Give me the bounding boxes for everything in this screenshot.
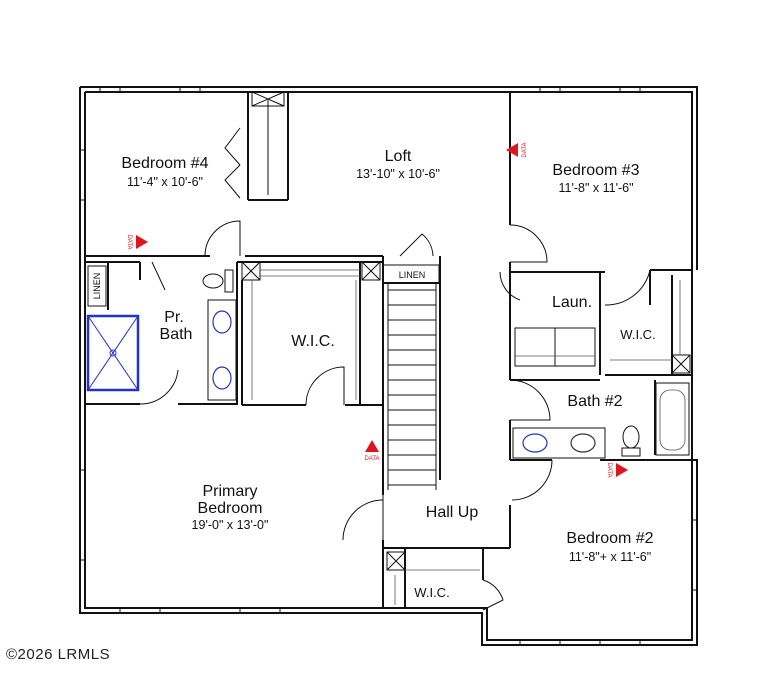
bedroom3-name: Bedroom #3 bbox=[552, 162, 639, 179]
bathtub bbox=[655, 382, 690, 456]
data-marker-triangle bbox=[365, 440, 379, 452]
copyright-text: ©2026 LRMLS bbox=[6, 646, 111, 663]
data-marker: DATA bbox=[506, 142, 528, 158]
wic-bed3-name: W.I.C. bbox=[620, 327, 655, 342]
sink-icon bbox=[522, 433, 548, 453]
data-marker: DATA bbox=[364, 440, 380, 462]
data-marker-label: DATA bbox=[364, 456, 379, 462]
stair-treads bbox=[387, 283, 437, 490]
data-marker: DATA bbox=[126, 234, 148, 250]
data-markers: DATA DATA DATA DATA bbox=[126, 142, 628, 478]
toilet-icon bbox=[202, 273, 224, 289]
interior-walls bbox=[85, 92, 692, 608]
laundry-name: Laun. bbox=[552, 294, 592, 311]
primary-bedroom-line2: Bedroom bbox=[198, 500, 263, 517]
pr-bath-line1: Pr. bbox=[164, 309, 184, 326]
linen-label-hall: LINEN bbox=[399, 270, 426, 280]
bedroom2-dims: 11'-8"+ x 11'-6" bbox=[569, 550, 651, 564]
fixtures bbox=[86, 269, 690, 459]
bedroom3-dims: 11'-8" x 11'-6" bbox=[558, 181, 633, 195]
toilet-icon bbox=[622, 425, 640, 449]
primary-bedroom-line1: Primary bbox=[202, 483, 257, 500]
door-swings bbox=[139, 127, 651, 611]
sink-icon bbox=[570, 433, 596, 453]
loft-dims: 13'-10" x 10'-6" bbox=[356, 167, 440, 181]
pr-bath-line2: Bath bbox=[160, 326, 193, 343]
data-marker-label: DATA bbox=[606, 462, 612, 477]
wic-primary-name: W.I.C. bbox=[291, 333, 335, 350]
hall-name: Hall Up bbox=[426, 504, 479, 521]
bath2-name: Bath #2 bbox=[567, 393, 622, 410]
shower bbox=[86, 314, 140, 392]
data-marker-label: DATA bbox=[522, 142, 528, 157]
closet-shelves bbox=[87, 91, 691, 605]
linen-label-left: LINEN bbox=[92, 273, 102, 300]
sink-icon bbox=[212, 366, 232, 390]
bedroom4-dims: 11'-4" x 10'-6" bbox=[127, 175, 203, 189]
data-marker-triangle bbox=[616, 463, 628, 477]
room-labels: Bedroom #4 11'-4" x 10'-6" Loft 13'-10" … bbox=[92, 148, 656, 600]
data-marker: DATA bbox=[606, 462, 628, 478]
bedroom4-name: Bedroom #4 bbox=[121, 155, 208, 172]
wic-bed2-name: W.I.C. bbox=[414, 585, 449, 600]
bedroom2-name: Bedroom #2 bbox=[566, 530, 653, 547]
window-marks bbox=[80, 87, 697, 645]
data-marker-triangle bbox=[506, 143, 518, 157]
primary-bedroom-dims: 19'-0" x 13'-0" bbox=[192, 518, 269, 532]
data-marker-label: DATA bbox=[126, 234, 132, 249]
loft-name: Loft bbox=[385, 148, 412, 165]
data-marker-triangle bbox=[136, 235, 148, 249]
sink-icon bbox=[212, 310, 232, 334]
